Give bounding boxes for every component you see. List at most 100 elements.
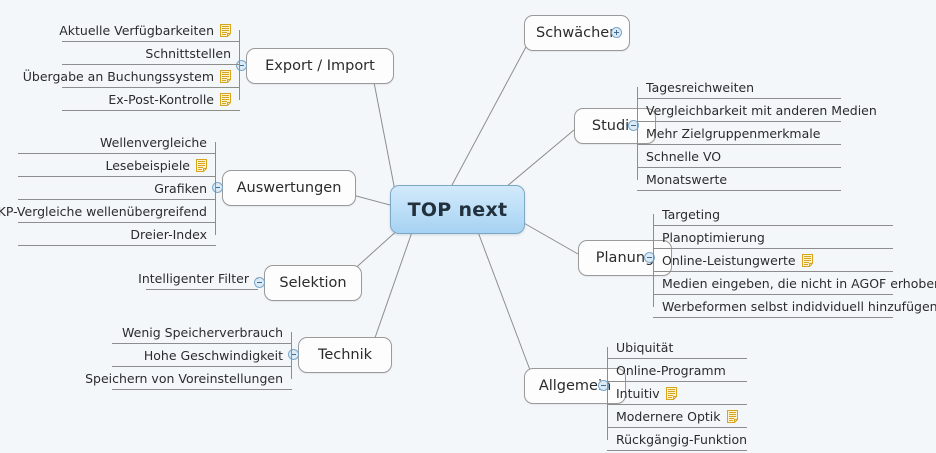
leaf-underline xyxy=(62,41,240,42)
leaf-node[interactable]: Intelligenter Filter xyxy=(138,267,258,290)
leaf-node[interactable]: Wenig Speicherverbrauch xyxy=(112,321,292,344)
central-node-label: TOP next xyxy=(407,198,508,221)
leaf-node[interactable]: Werbeformen selbst indidviduell hinzufüg… xyxy=(653,295,936,318)
note-icon[interactable] xyxy=(665,387,677,400)
leaf-label: Vergleichbarkeit mit anderen Medien xyxy=(646,103,877,118)
branch-node-export-import[interactable]: Export / Import xyxy=(246,48,394,84)
leaf-label: Planoptimierung xyxy=(662,230,765,245)
connector-planung xyxy=(521,221,579,255)
note-icon[interactable] xyxy=(801,254,813,267)
minus-circle-icon-auswertungen[interactable] xyxy=(212,182,223,193)
note-icon[interactable] xyxy=(726,410,738,423)
leaf-underline xyxy=(653,271,893,272)
minus-circle-icon-technik[interactable] xyxy=(288,349,299,360)
minus-circle-icon-studie[interactable] xyxy=(628,120,639,131)
branch-node-studie[interactable]: Studie xyxy=(574,108,656,144)
leaf-underline xyxy=(18,153,216,154)
minus-circle-icon-selektion[interactable] xyxy=(254,277,265,288)
leaf-underline xyxy=(112,366,292,367)
leaf-node[interactable]: Intuitiv xyxy=(607,382,747,405)
leaf-node[interactable]: Online-Programm xyxy=(607,359,747,382)
leaf-node[interactable]: Vergleichbarkeit mit anderen Medien xyxy=(637,99,877,122)
leaf-node[interactable]: Online-Leistungwerte xyxy=(653,249,893,272)
central-node[interactable]: TOP next xyxy=(390,185,525,234)
minus-circle-icon-export-import[interactable] xyxy=(236,60,247,71)
note-icon[interactable] xyxy=(196,159,207,172)
plus-circle-icon-schwaechen[interactable] xyxy=(611,27,622,38)
leaf-node[interactable]: Schnittstellen xyxy=(62,42,240,65)
leaf-label: Aktuelle Verfügbarkeiten xyxy=(59,23,214,38)
leaf-label: Rückgängig-Funktion xyxy=(616,432,748,447)
leaf-node[interactable]: Tagesreichweiten xyxy=(637,76,841,99)
leaf-spine xyxy=(653,214,654,307)
branch-label: Technik xyxy=(317,347,373,363)
leaf-underline xyxy=(637,167,841,168)
leaf-node[interactable]: Targeting xyxy=(653,203,893,226)
leaf-label: Targeting xyxy=(662,207,721,222)
leaf-underline xyxy=(112,343,292,344)
leaf-spine xyxy=(291,332,292,379)
leaf-spine xyxy=(637,87,638,180)
leaf-label: Intuitiv xyxy=(616,386,660,401)
leaf-underline xyxy=(607,381,747,382)
leaf-node[interactable]: TKP-Vergleiche wellenübergreifend xyxy=(0,200,216,223)
leaf-group-selektion: Intelligenter Filter xyxy=(138,267,258,290)
note-icon[interactable] xyxy=(220,24,231,37)
branch-label: Studie xyxy=(591,118,639,134)
leaf-node[interactable]: Dreier-Index xyxy=(18,223,216,246)
leaf-label: Wellenvergleiche xyxy=(100,135,207,150)
connector-technik xyxy=(369,231,413,353)
leaf-label: Modernere Optik xyxy=(616,409,721,424)
leaf-underline xyxy=(637,121,841,122)
leaf-node[interactable]: Ex-Post-Kontrolle xyxy=(62,88,240,111)
leaf-underline xyxy=(112,389,292,390)
branch-node-technik[interactable]: Technik xyxy=(298,337,392,373)
leaf-node[interactable]: Hohe Geschwindigkeit xyxy=(112,344,292,367)
branch-label: Export / Import xyxy=(265,58,375,74)
leaf-label: Hohe Geschwindigkeit xyxy=(143,348,283,363)
leaf-node[interactable]: Grafiken xyxy=(18,177,216,200)
leaf-label: Monatswerte xyxy=(646,172,728,187)
leaf-node[interactable]: Wellenvergleiche xyxy=(18,131,216,154)
leaf-label: Dreier-Index xyxy=(130,227,207,242)
leaf-label: Übergabe an Buchungssystem xyxy=(22,69,214,84)
leaf-spine xyxy=(257,278,258,279)
branch-node-selektion[interactable]: Selektion xyxy=(264,265,362,301)
note-icon[interactable] xyxy=(220,70,231,83)
branch-node-auswertungen[interactable]: Auswertungen xyxy=(222,170,356,206)
leaf-underline xyxy=(653,317,893,318)
leaf-spine xyxy=(215,142,216,235)
leaf-node[interactable]: Planoptimierung xyxy=(653,226,893,249)
leaf-underline xyxy=(18,176,216,177)
note-icon[interactable] xyxy=(220,93,231,106)
minus-circle-icon-allgemein[interactable] xyxy=(598,380,609,391)
leaf-node[interactable]: Übergabe an Buchungssystem xyxy=(23,65,240,88)
leaf-label: TKP-Vergleiche wellenübergreifend xyxy=(0,204,207,219)
leaf-node[interactable]: Mehr Zielgruppenmerkmale xyxy=(637,122,841,145)
leaf-node[interactable]: Lesebeispiele xyxy=(18,154,216,177)
leaf-node[interactable]: Medien eingeben, die nicht in AGOF erhob… xyxy=(653,272,936,295)
leaf-node[interactable]: Aktuelle Verfügbarkeiten xyxy=(59,19,240,42)
leaf-node[interactable]: Monatswerte xyxy=(637,168,841,191)
leaf-underline xyxy=(653,294,893,295)
leaf-underline xyxy=(607,358,747,359)
branch-label: Auswertungen xyxy=(236,180,342,196)
branch-node-planung[interactable]: Planung xyxy=(578,240,672,276)
leaf-node[interactable]: Modernere Optik xyxy=(607,405,747,428)
leaf-label: Mehr Zielgruppenmerkmale xyxy=(646,126,821,141)
minus-circle-icon-planung[interactable] xyxy=(644,252,655,263)
connector-schwaechen xyxy=(451,44,528,186)
leaf-node[interactable]: Schnelle VO xyxy=(637,145,841,168)
leaf-node[interactable]: Rückgängig-Funktion xyxy=(607,428,747,451)
leaf-underline xyxy=(607,450,747,451)
leaf-node[interactable]: Ubiquität xyxy=(607,336,747,359)
leaf-label: Medien eingeben, die nicht in AGOF erhob… xyxy=(662,276,936,291)
leaf-label: Online-Programm xyxy=(616,363,726,378)
branch-node-allgemein[interactable]: Allgemein xyxy=(524,368,626,404)
leaf-label: Online-Leistungwerte xyxy=(662,253,796,268)
leaf-node[interactable]: Speichern von Voreinstellungen xyxy=(85,367,292,390)
